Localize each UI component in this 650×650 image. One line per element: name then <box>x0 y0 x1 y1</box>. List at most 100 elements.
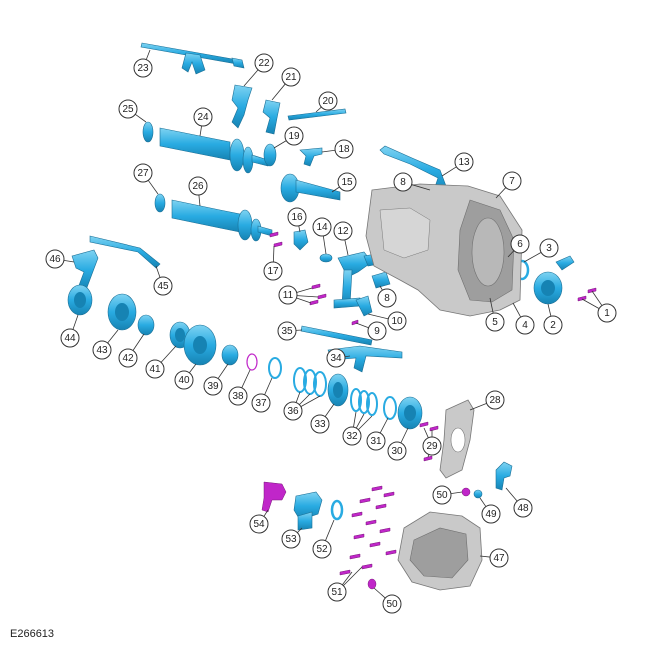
parts-group <box>67 42 575 531</box>
bushing-part <box>137 314 155 336</box>
leader-line <box>355 413 365 429</box>
washer-part <box>319 253 333 263</box>
callout-14: 14 <box>312 217 332 237</box>
callout-35: 35 <box>277 321 297 341</box>
callout-circle <box>193 107 213 127</box>
callout-circle <box>515 315 535 335</box>
leader-line <box>495 187 507 199</box>
callout-number: 18 <box>338 144 350 155</box>
callout-circle <box>283 401 303 421</box>
leader-line <box>160 345 177 363</box>
leader-line <box>297 527 303 533</box>
callout-circle <box>393 172 413 192</box>
callout-5: 5 <box>485 312 505 332</box>
callout-number: 53 <box>285 534 297 545</box>
callout-number: 16 <box>291 212 303 223</box>
callout-circle <box>145 359 165 379</box>
callout-44: 44 <box>60 328 80 348</box>
leader-line <box>296 297 312 304</box>
gear-part <box>397 396 423 430</box>
callout-8: 8 <box>377 288 397 308</box>
leader-line <box>343 566 363 586</box>
callout-16: 16 <box>287 207 307 227</box>
lever-part <box>355 295 373 317</box>
callout-circle <box>281 529 301 549</box>
leader-line <box>489 297 494 314</box>
callout-50: 50 <box>432 485 452 505</box>
callout-46: 46 <box>45 249 65 269</box>
callout-number: 30 <box>391 446 403 457</box>
leader-line <box>243 69 259 87</box>
callout-circle <box>203 376 223 396</box>
leader-line <box>441 166 457 177</box>
callout-18: 18 <box>334 139 354 159</box>
callout-circle <box>485 312 505 332</box>
leader-line <box>423 427 429 438</box>
leader-line <box>241 369 251 388</box>
callout-circle <box>481 504 501 524</box>
callout-circle <box>333 221 353 241</box>
callout-number: 32 <box>346 431 358 442</box>
callout-number: 50 <box>386 599 398 610</box>
callout-number: 23 <box>137 63 149 74</box>
callout-36: 36 <box>283 401 303 421</box>
leader-line <box>512 302 522 318</box>
callout-circle <box>489 548 509 568</box>
callout-41: 41 <box>145 359 165 379</box>
callout-number: 40 <box>178 375 190 386</box>
leader-line <box>355 322 369 329</box>
leader-line <box>342 571 353 586</box>
leader-line <box>263 509 269 517</box>
leader-line <box>479 497 487 507</box>
leader-line <box>155 265 161 278</box>
callout-32: 32 <box>342 426 362 446</box>
callout-number: 29 <box>426 441 438 452</box>
sensor-part <box>473 489 483 499</box>
callout-circle <box>118 348 138 368</box>
callout-number: 27 <box>137 168 149 179</box>
callout-circle <box>377 288 397 308</box>
callout-circle <box>277 321 297 341</box>
callout-number: 26 <box>192 181 204 192</box>
leader-line <box>321 149 336 153</box>
callout-number: 8 <box>384 293 390 304</box>
shift-fork-part <box>71 249 99 291</box>
leader-line <box>198 194 201 207</box>
callout-circle <box>281 67 301 87</box>
callout-48: 48 <box>513 498 533 518</box>
callout-31: 31 <box>366 431 386 451</box>
seal-part <box>330 499 344 521</box>
callout-circle <box>133 58 153 78</box>
bearing-ring-part <box>154 193 166 213</box>
leader-line <box>296 295 319 298</box>
callout-circle <box>133 163 153 183</box>
callout-33: 33 <box>310 414 330 434</box>
leader-line <box>450 491 463 495</box>
synchronizer-rings-part <box>293 367 327 397</box>
callout-circle <box>278 285 298 305</box>
callout-number: 52 <box>316 544 328 555</box>
fasteners-group <box>261 231 597 590</box>
callout-number: 51 <box>331 587 343 598</box>
callout-circle <box>254 53 274 73</box>
leader-line <box>479 555 491 558</box>
callout-circle <box>367 321 387 341</box>
bearing-ring-part <box>142 121 154 143</box>
callout-number: 45 <box>157 281 169 292</box>
callout-number: 4 <box>522 320 528 331</box>
callout-number: 9 <box>374 326 380 337</box>
callout-13: 13 <box>454 152 474 172</box>
callout-circle <box>342 426 362 446</box>
callout-9: 9 <box>367 321 387 341</box>
transmission-case-part <box>365 183 523 317</box>
callout-number: 41 <box>149 364 161 375</box>
callout-circle <box>337 172 357 192</box>
callout-number: 22 <box>258 58 270 69</box>
leader-line <box>379 285 383 291</box>
callout-circle <box>287 207 307 227</box>
leader-line <box>315 106 322 113</box>
callout-circle <box>382 594 402 614</box>
callout-number: 3 <box>546 243 552 254</box>
rear-case-part <box>397 511 483 591</box>
callout-30: 30 <box>387 441 407 461</box>
